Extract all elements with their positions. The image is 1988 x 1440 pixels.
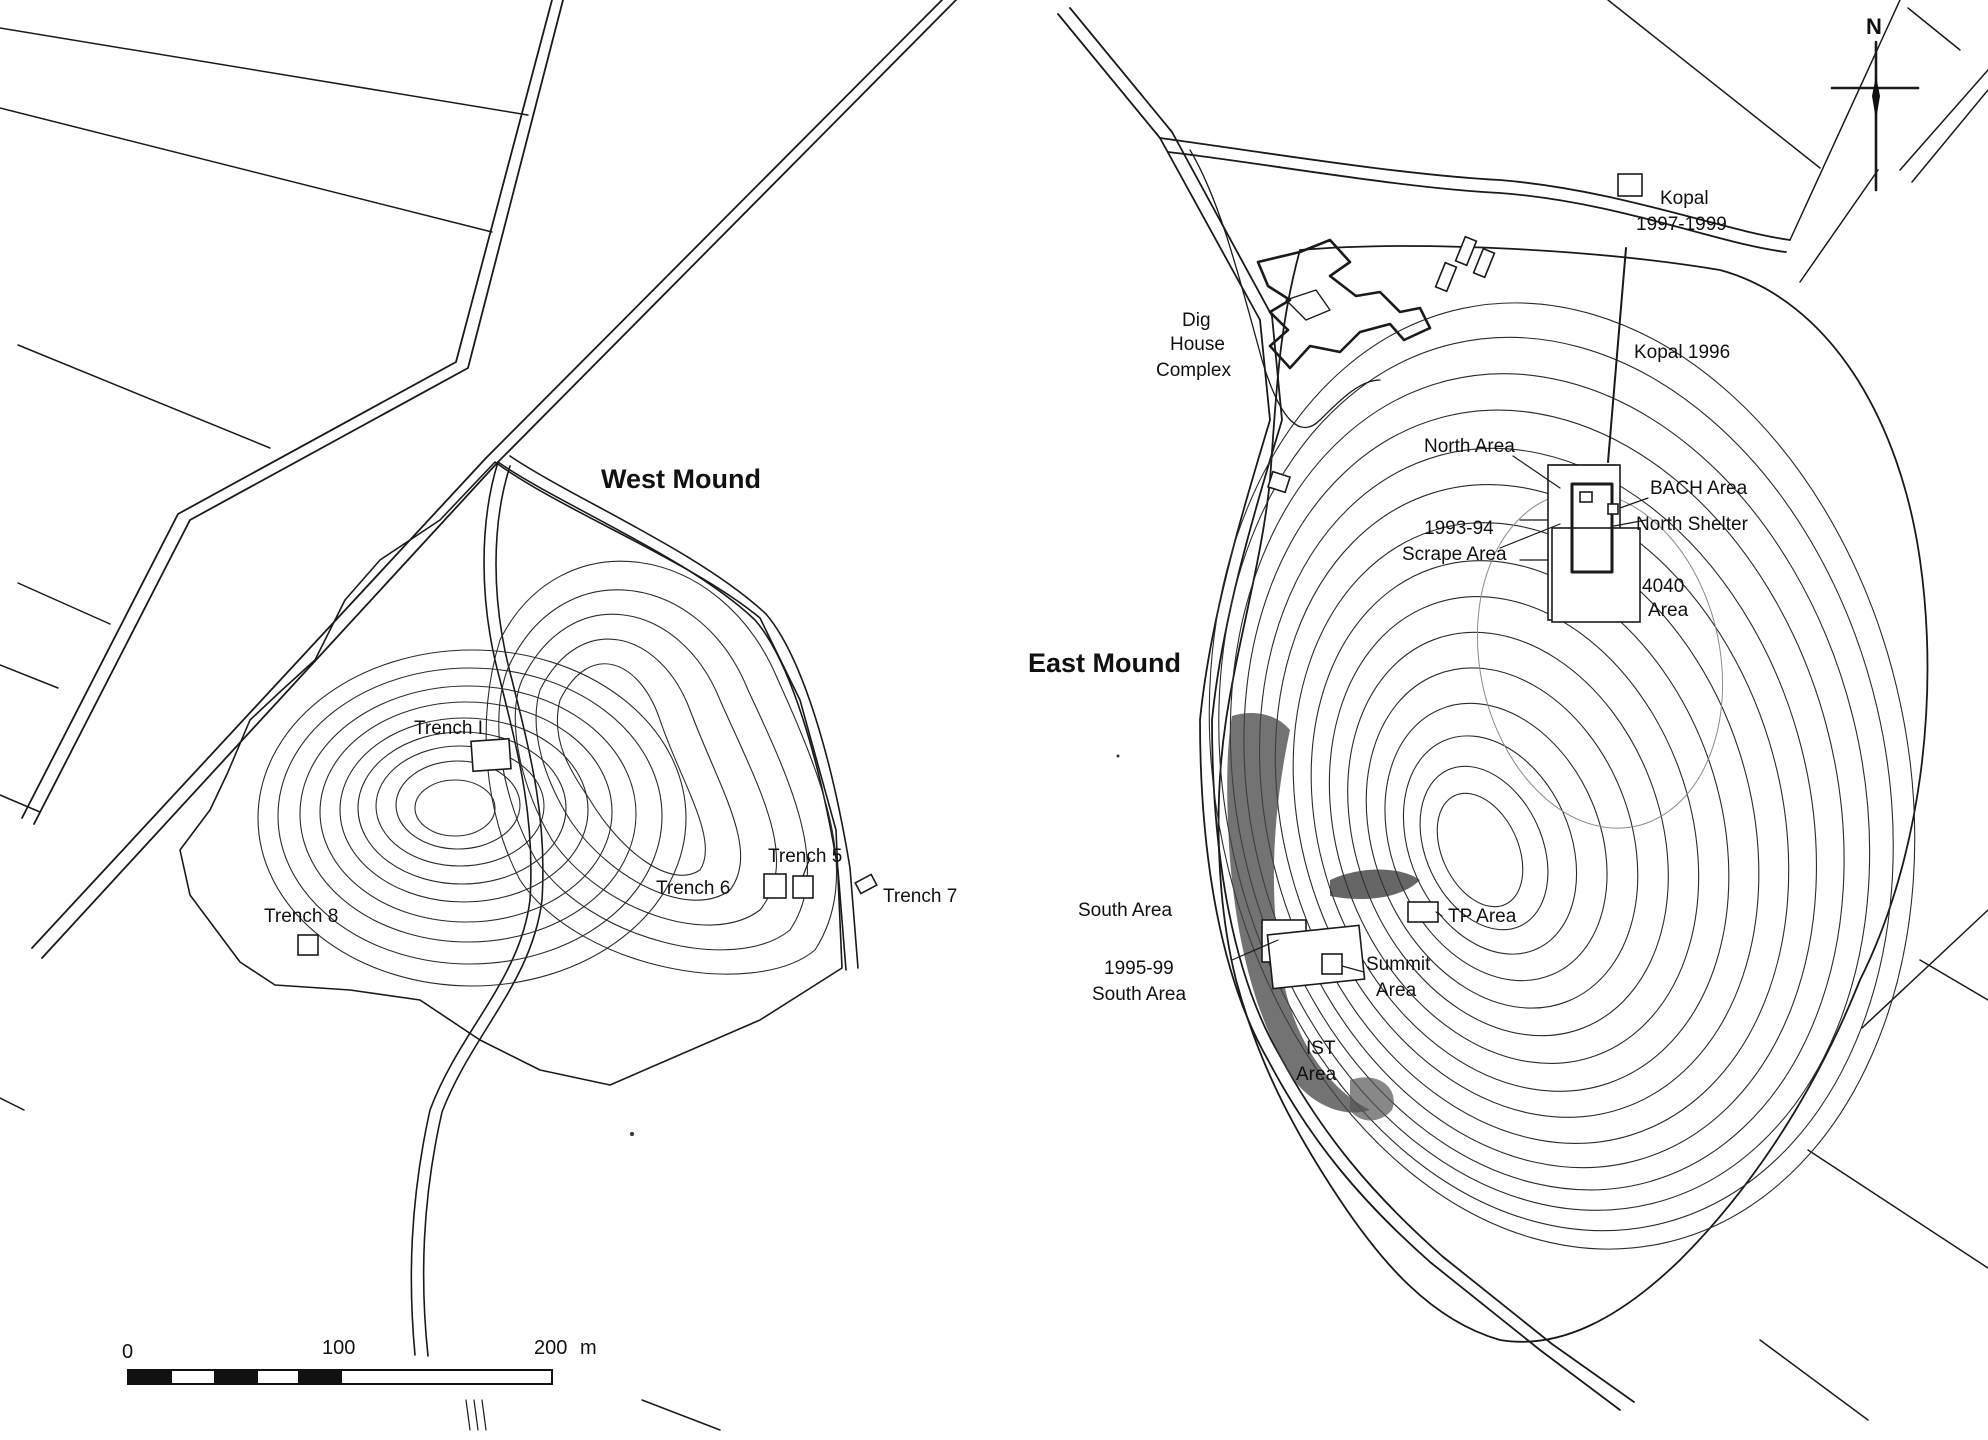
road-east-mound: [1057, 7, 1791, 1411]
west-mound-title: West Mound: [601, 464, 761, 494]
scale-tick-100: 100: [322, 1337, 355, 1359]
field-boundaries-east: [641, 0, 1988, 1431]
label-summit-a: Summit: [1366, 954, 1431, 975]
label-trench-6: Trench 6: [656, 878, 730, 899]
label-kopal-1996: Kopal 1996: [1634, 342, 1730, 363]
label-north-area: North Area: [1424, 436, 1515, 457]
north-arrow-icon: [1830, 40, 1920, 192]
label-trench-1: Trench I: [414, 718, 483, 739]
label-4040-b: Area: [1648, 600, 1689, 621]
label-bach-area: BACH Area: [1650, 478, 1748, 499]
east-mound: [1189, 149, 1929, 1343]
summit-area-box: [1321, 953, 1343, 975]
trench-7-box: [854, 873, 878, 895]
south-9599-box: [1266, 924, 1366, 990]
trench-8-box: [297, 934, 319, 956]
west-mound-boundary: [179, 461, 843, 1086]
label-trench-5: Trench 5: [768, 846, 842, 867]
east-mound-boundary: [1217, 245, 1929, 1343]
label-south-area: South Area: [1078, 900, 1172, 921]
label-kopal-9799-a: Kopal: [1660, 188, 1709, 209]
field-boundaries-west: [0, 27, 529, 1111]
scale-bar: [127, 1369, 553, 1385]
dig-house-complex: [1256, 235, 1496, 494]
trench-6-box: [763, 873, 787, 899]
label-trench-7: Trench 7: [883, 886, 957, 907]
label-trench-8: Trench 8: [264, 906, 338, 927]
label-north-shelter: North Shelter: [1636, 514, 1749, 535]
label-dig-house-a: Dig: [1182, 310, 1211, 331]
label-tp-area: TP Area: [1448, 906, 1517, 927]
label-dig-house-b: House: [1170, 334, 1225, 355]
label-scrape-a: 1993-94: [1424, 518, 1494, 539]
west-contours-a: [257, 649, 687, 987]
scale-unit: m: [580, 1337, 597, 1359]
north-area-complex: [1519, 464, 1641, 623]
label-dig-house-c: Complex: [1156, 360, 1231, 381]
label-scrape-b: Scrape Area: [1402, 544, 1507, 565]
scale-tick-0: 0: [122, 1341, 133, 1363]
label-4040-a: 4040: [1642, 576, 1684, 597]
trench-5-box: [792, 875, 814, 899]
north-arrow-label: N: [1866, 14, 1882, 39]
label-kopal-9799-b: 1997-1999: [1636, 214, 1727, 235]
label-summit-b: Area: [1376, 980, 1417, 1001]
road-northwest: [21, 0, 564, 825]
trench-1-box: [470, 737, 512, 773]
tp-area-box: [1407, 901, 1439, 923]
west-contours-b: [485, 560, 838, 975]
scale-tick-200: 200: [534, 1337, 567, 1359]
label-ist-a: IST: [1306, 1038, 1336, 1059]
east-mound-title: East Mound: [1028, 648, 1181, 678]
escarpment-shading: [1227, 712, 1370, 1113]
kopal-9799-box: [1617, 173, 1643, 197]
label-ist-b: Area: [1296, 1064, 1337, 1085]
label-south-9599-b: South Area: [1092, 984, 1186, 1005]
label-south-9599-a: 1995-99: [1104, 958, 1174, 979]
west-mound: [179, 455, 878, 1357]
